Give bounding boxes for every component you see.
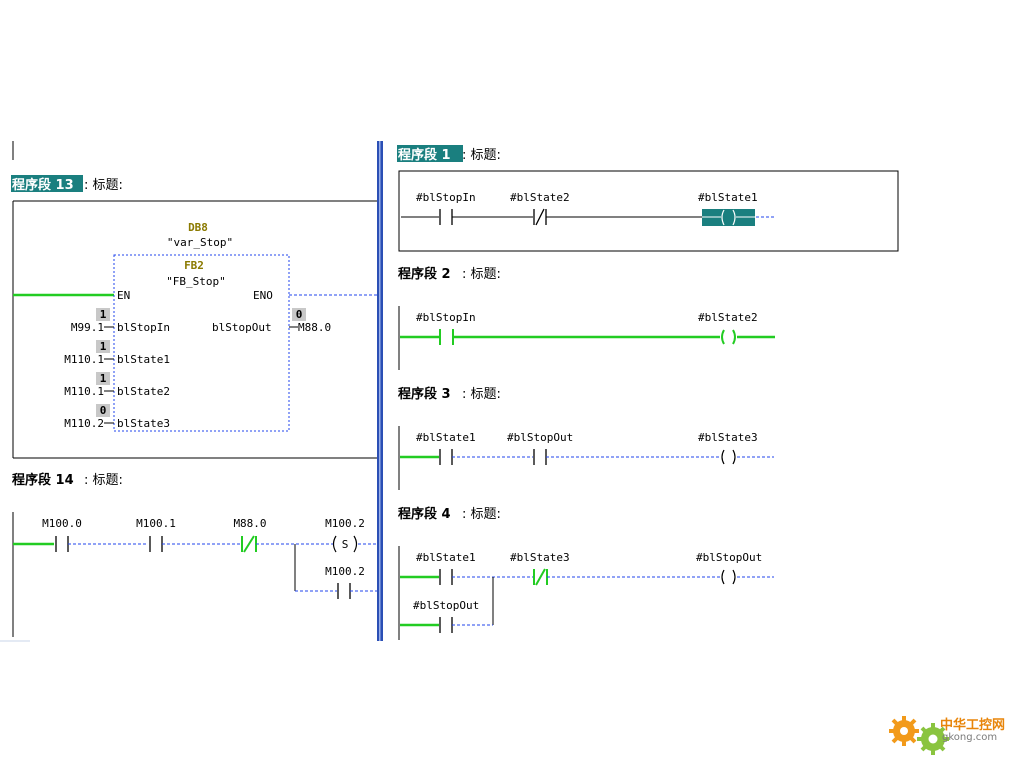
contact-m100-1[interactable] — [149, 536, 163, 552]
seg2-contact-no[interactable] — [439, 329, 454, 345]
segment-14-caption[interactable]: : 标题: — [84, 473, 123, 488]
watermark-name: 中华工控网 — [940, 718, 1006, 733]
input-operand[interactable]: M110.2 — [64, 417, 104, 430]
seg4-contact-nc[interactable] — [533, 568, 548, 586]
input-pin: blState1 — [117, 353, 170, 366]
seg1-contact-no[interactable] — [439, 209, 453, 225]
input-state-badge — [96, 340, 110, 353]
fb-input-1[interactable]: 1 M110.1 blState1 — [64, 340, 170, 366]
input-state: 1 — [100, 308, 107, 321]
seg3-label-1[interactable]: #blStopOut — [507, 431, 573, 444]
seg2-coil[interactable] — [721, 329, 736, 345]
input-operand[interactable]: M110.1 — [64, 353, 104, 366]
output-state-badge — [292, 308, 306, 321]
seg2-label-1[interactable]: #blState2 — [698, 311, 758, 324]
seg1-label-1[interactable]: #blState2 — [510, 191, 570, 204]
left-pane: 程序段 13 : 标题: DB8 "var_Stop" FB2 "FB_Stop… — [0, 141, 378, 642]
segment-13-caption[interactable]: : 标题: — [84, 178, 123, 193]
seg4-branch-contact[interactable] — [439, 617, 453, 633]
segment-2-tag[interactable]: 程序段 2 — [398, 266, 451, 282]
right-pane: 程序段 1 : 标题: #blStopIn #blState2 #blState… — [397, 145, 899, 640]
branch-contact-label[interactable]: M100.2 — [325, 565, 365, 578]
contact-m100-0[interactable] — [55, 536, 69, 552]
segment-1-caption[interactable]: : 标题: — [462, 148, 501, 163]
db-label: DB8 — [188, 221, 208, 234]
output-pin: blStopOut — [212, 321, 272, 334]
segment-13-frame — [12, 200, 378, 459]
input-state-badge — [96, 404, 110, 417]
fb-block[interactable] — [113, 254, 290, 432]
seg4-label-2[interactable]: #blStopOut — [696, 551, 762, 564]
seg4-coil[interactable] — [721, 569, 736, 585]
seg2-label-0[interactable]: #blStopIn — [416, 311, 476, 324]
input-pin: blState3 — [117, 417, 170, 430]
fb-eno-pin: ENO — [253, 289, 273, 302]
seg3-label-0[interactable]: #blState1 — [416, 431, 476, 444]
segment-4-caption[interactable]: : 标题: — [462, 507, 501, 522]
contact-m88-0-nc[interactable] — [241, 535, 257, 553]
fb-output[interactable]: blStopOut 0 M88.0 — [212, 308, 331, 334]
fb-input-3[interactable]: 0 M110.2 blState3 — [64, 404, 170, 430]
pane-splitter-highlight — [379, 141, 381, 641]
input-pin: blStopIn — [117, 321, 170, 334]
input-pin: blState2 — [117, 385, 170, 398]
seg1-contact-nc[interactable] — [533, 208, 547, 226]
input-state-badge — [96, 308, 110, 321]
seg3-label-2[interactable]: #blState3 — [698, 431, 758, 444]
fb-en-pin: EN — [117, 289, 130, 302]
contact-label[interactable]: M100.0 — [42, 517, 82, 530]
branch-contact-m100-2[interactable] — [337, 583, 351, 599]
segment-13-tag-bg — [11, 175, 83, 192]
input-state: 0 — [100, 404, 107, 417]
fb-input-2[interactable]: 1 M110.1 blState2 — [64, 372, 170, 398]
watermark-url: gkong.com — [942, 732, 998, 743]
fb-input-0[interactable]: 1 M99.1 blStopIn — [71, 308, 170, 334]
coil-symbol: S — [342, 538, 349, 551]
seg4-label-0[interactable]: #blState1 — [416, 551, 476, 564]
seg1-label-0[interactable]: #blStopIn — [416, 191, 476, 204]
segment-14-tag[interactable]: 程序段 14 — [12, 472, 74, 488]
fb-label: FB2 — [184, 259, 204, 272]
input-operand[interactable]: M110.1 — [64, 385, 104, 398]
input-state-badge — [96, 372, 110, 385]
segment-13-tag[interactable]: 程序段 13 — [12, 177, 74, 193]
seg1-coil-selected[interactable] — [702, 209, 755, 226]
coil-label[interactable]: M100.2 — [325, 517, 365, 530]
output-operand[interactable]: M88.0 — [298, 321, 331, 334]
db-name: "var_Stop" — [167, 236, 233, 249]
input-state: 1 — [100, 340, 107, 353]
coil-set-m100-2[interactable] — [332, 535, 358, 553]
input-operand[interactable]: M99.1 — [71, 321, 104, 334]
contact-label[interactable]: M88.0 — [233, 517, 266, 530]
segment-3-tag[interactable]: 程序段 3 — [398, 386, 451, 402]
seg4-branch-label[interactable]: #blStopOut — [413, 599, 479, 612]
segment-1-tag[interactable]: 程序段 1 — [398, 147, 451, 163]
segment-2-caption[interactable]: : 标题: — [462, 267, 501, 282]
contact-label[interactable]: M100.1 — [136, 517, 176, 530]
segment-4-tag[interactable]: 程序段 4 — [398, 506, 451, 522]
segment-1-tag-bg — [397, 145, 463, 162]
seg4-label-1[interactable]: #blState3 — [510, 551, 570, 564]
input-state: 1 — [100, 372, 107, 385]
fb-name: "FB_Stop" — [166, 275, 226, 288]
seg3-contact-1[interactable] — [439, 449, 453, 465]
seg3-contact-2[interactable] — [533, 449, 547, 465]
seg4-contact-1[interactable] — [439, 569, 453, 585]
segment-1-frame — [398, 170, 899, 252]
seg1-label-2[interactable]: #blState1 — [698, 191, 758, 204]
gkong-logo-icon — [889, 716, 949, 755]
output-state: 0 — [296, 308, 303, 321]
seg3-coil[interactable] — [721, 449, 736, 465]
segment-3-caption[interactable]: : 标题: — [462, 387, 501, 402]
